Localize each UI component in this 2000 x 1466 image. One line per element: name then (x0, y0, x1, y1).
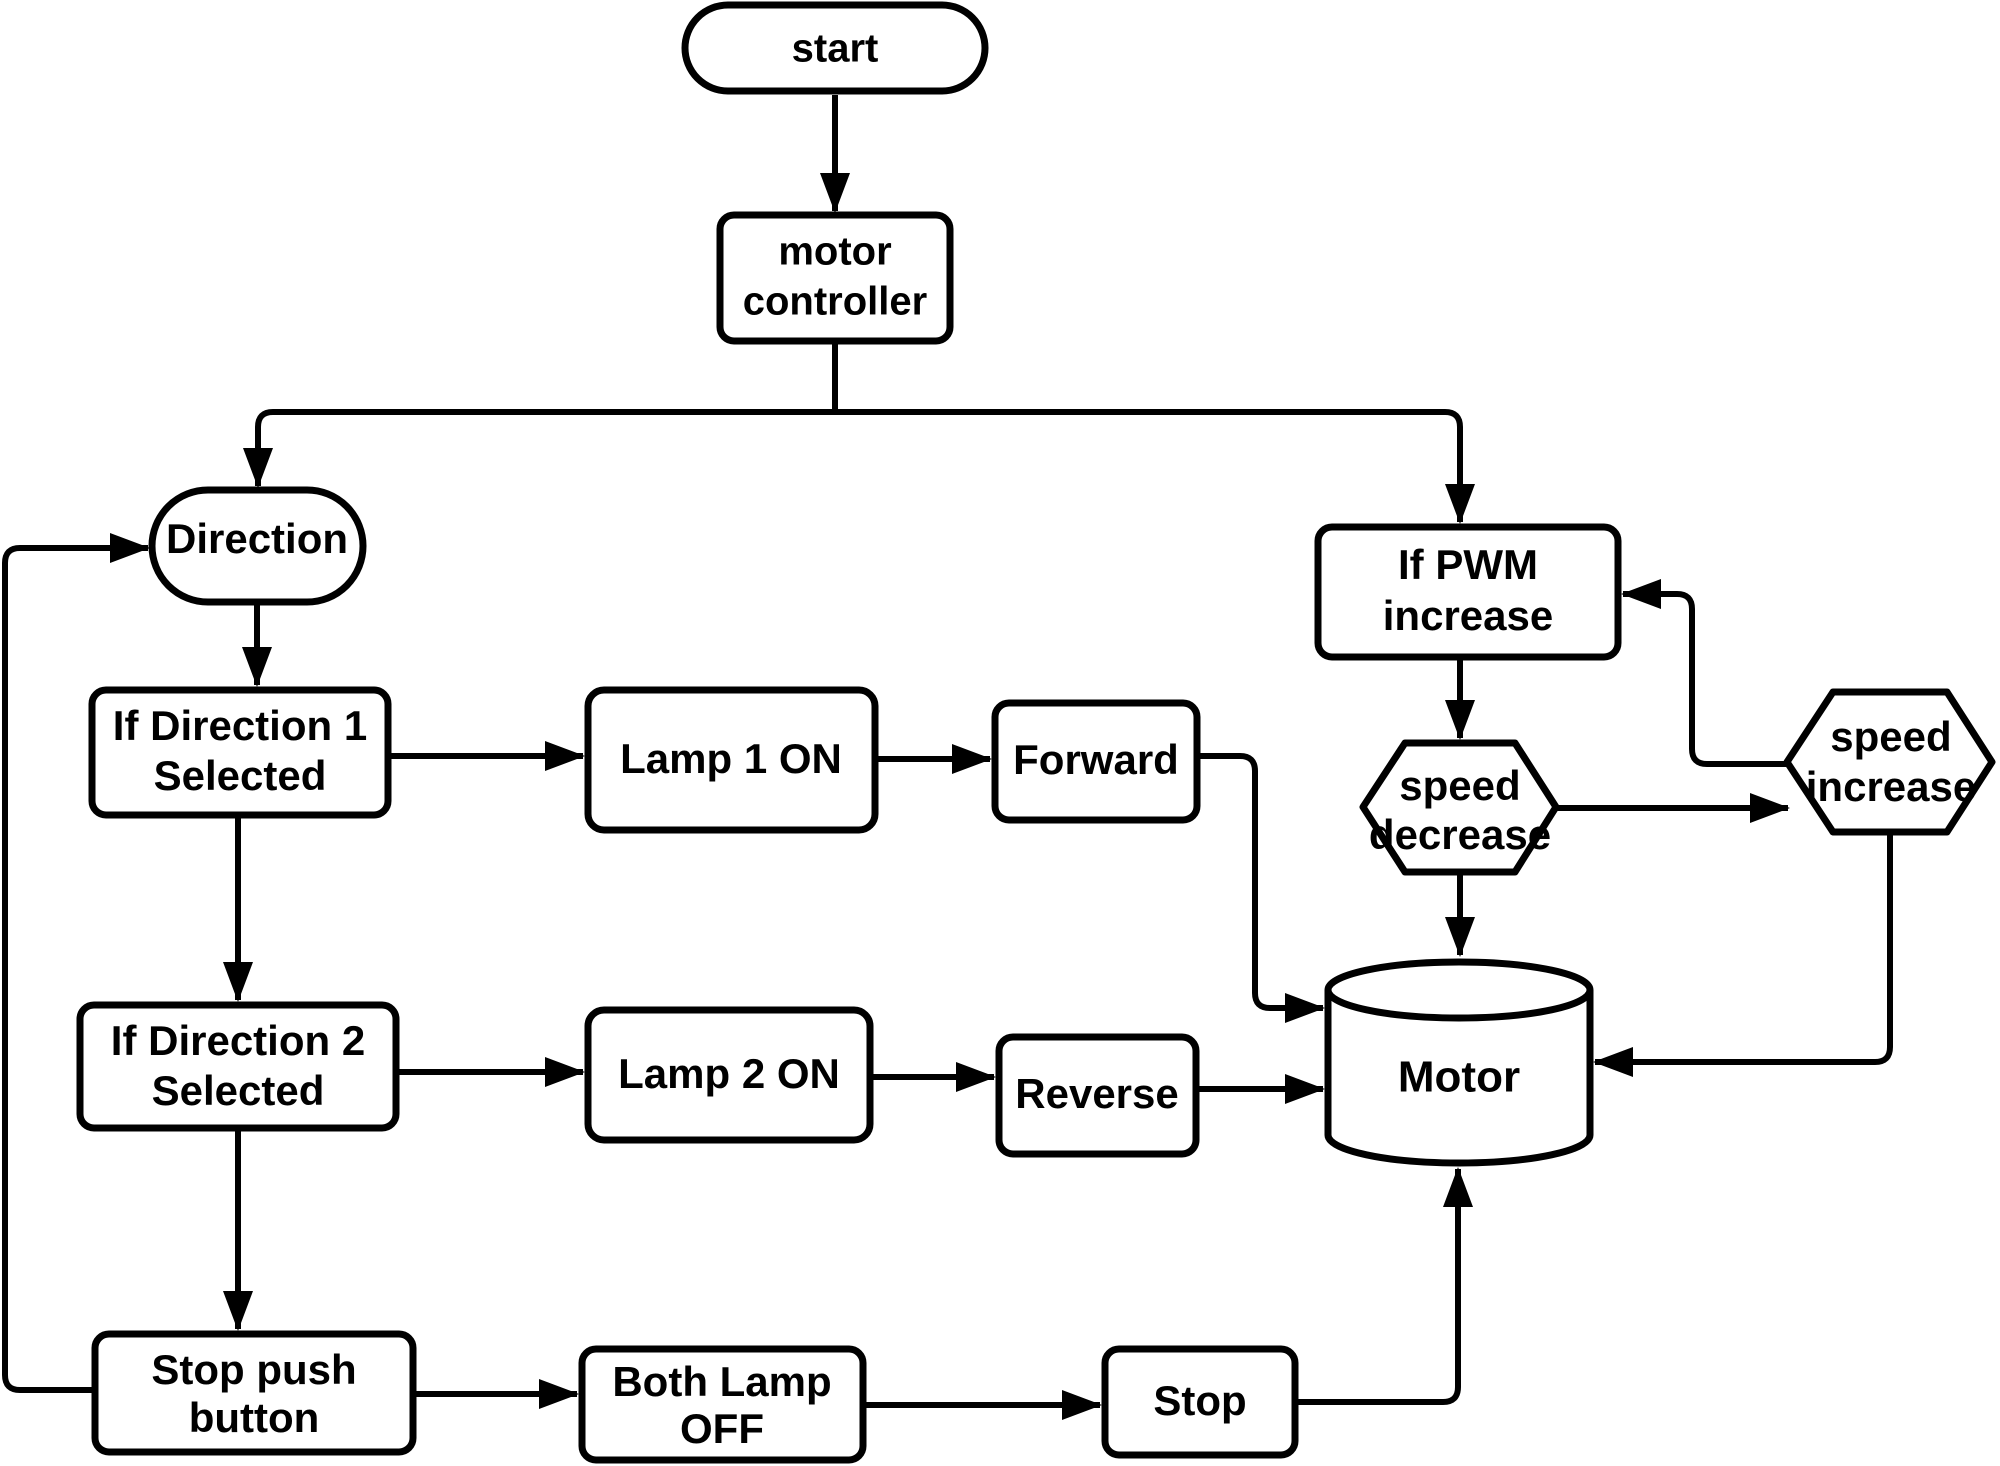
start-shape (681, 1, 989, 95)
lamp-2-on-shape (584, 1006, 874, 1144)
motor-label: Motor (1398, 1053, 1520, 1102)
if-direction-2-label-line2: Selected (152, 1067, 325, 1114)
speed-increase-shape (1783, 688, 1996, 836)
lamp-1-on-shape (584, 686, 879, 834)
speed-decrease-shape (1359, 739, 1560, 876)
node-start: start (681, 1, 989, 95)
stop-push-button-shape (91, 1330, 417, 1456)
if-pwm-increase-label-line2: increase (1383, 592, 1553, 639)
stop-shape (1101, 1345, 1299, 1459)
motor-controller-label-line1: motor (778, 230, 891, 274)
lamp-1-on-label: Lamp 1 ON (620, 735, 842, 782)
node-reverse: Reverse (995, 1033, 1200, 1158)
node-speed-decrease: speed decrease (1359, 739, 1560, 876)
edge-stop-push-button-to-direction (2, 533, 150, 1393)
if-pwm-increase-shape (1314, 523, 1622, 661)
node-lamp-2-on: Lamp 2 ON (584, 1006, 874, 1144)
node-stop-push-button: Stop push button (91, 1330, 417, 1456)
speed-increase-label-line2: increase (1806, 763, 1976, 810)
lamp-2-on-label: Lamp 2 ON (618, 1050, 840, 1097)
speed-decrease-label-line1: speed (1399, 762, 1520, 809)
if-direction-2-shape (76, 1001, 400, 1132)
node-both-lamp-off: Both Lamp OFF (578, 1345, 867, 1464)
forward-label: Forward (1013, 736, 1179, 783)
direction-shape (148, 486, 367, 606)
edges (2, 95, 1893, 1420)
forward-shape (991, 699, 1201, 824)
motor-cylinder-top (1324, 958, 1594, 1022)
both-lamp-off-shape (578, 1345, 867, 1464)
node-motor: Motor (1324, 958, 1594, 1167)
node-if-direction-1: If Direction 1 Selected (88, 686, 392, 819)
stop-push-button-label-line1: Stop push (151, 1346, 356, 1393)
edge-speed-increase-to-motor (1593, 832, 1893, 1077)
reverse-label: Reverse (1015, 1070, 1178, 1117)
node-speed-increase: speed increase (1783, 688, 1996, 836)
edge-speed-increase-to-if-pwm-increase (1621, 579, 1787, 767)
start-label: start (792, 27, 879, 71)
reverse-shape (995, 1033, 1200, 1158)
node-stop: Stop (1101, 1345, 1299, 1459)
motor-cylinder-body (1324, 990, 1594, 1167)
if-direction-1-label-line1: If Direction 1 (113, 702, 367, 749)
motor-controller-label-line2: controller (743, 280, 927, 324)
both-lamp-off-label-line1: Both Lamp (612, 1358, 831, 1405)
speed-increase-label-line1: speed (1830, 713, 1951, 760)
direction-label: Direction (166, 515, 348, 562)
edge-motor-controller-to-if-pwm-increase (835, 409, 1475, 524)
motor-controller-shape (716, 211, 954, 345)
node-direction: Direction (148, 486, 367, 606)
speed-decrease-label-line2: decrease (1369, 811, 1551, 858)
node-lamp-1-on: Lamp 1 ON (584, 686, 879, 834)
node-motor-controller: motor controller (716, 211, 954, 345)
if-direction-1-shape (88, 686, 392, 819)
if-direction-2-label-line1: If Direction 2 (111, 1017, 365, 1064)
node-if-pwm-increase: If PWM increase (1314, 523, 1622, 661)
node-if-direction-2: If Direction 2 Selected (76, 1001, 400, 1132)
edge-stop-to-motor (1295, 1167, 1473, 1405)
stop-push-button-label-line2: button (189, 1394, 320, 1441)
edge-forward-to-motor (1197, 753, 1325, 1023)
stop-label: Stop (1153, 1377, 1246, 1424)
both-lamp-off-label-line2: OFF (680, 1405, 764, 1452)
if-direction-1-label-line2: Selected (154, 752, 327, 799)
edge-motor-controller-to-direction (243, 409, 835, 488)
node-forward: Forward (991, 699, 1201, 824)
if-pwm-increase-label-line1: If PWM (1398, 541, 1538, 588)
